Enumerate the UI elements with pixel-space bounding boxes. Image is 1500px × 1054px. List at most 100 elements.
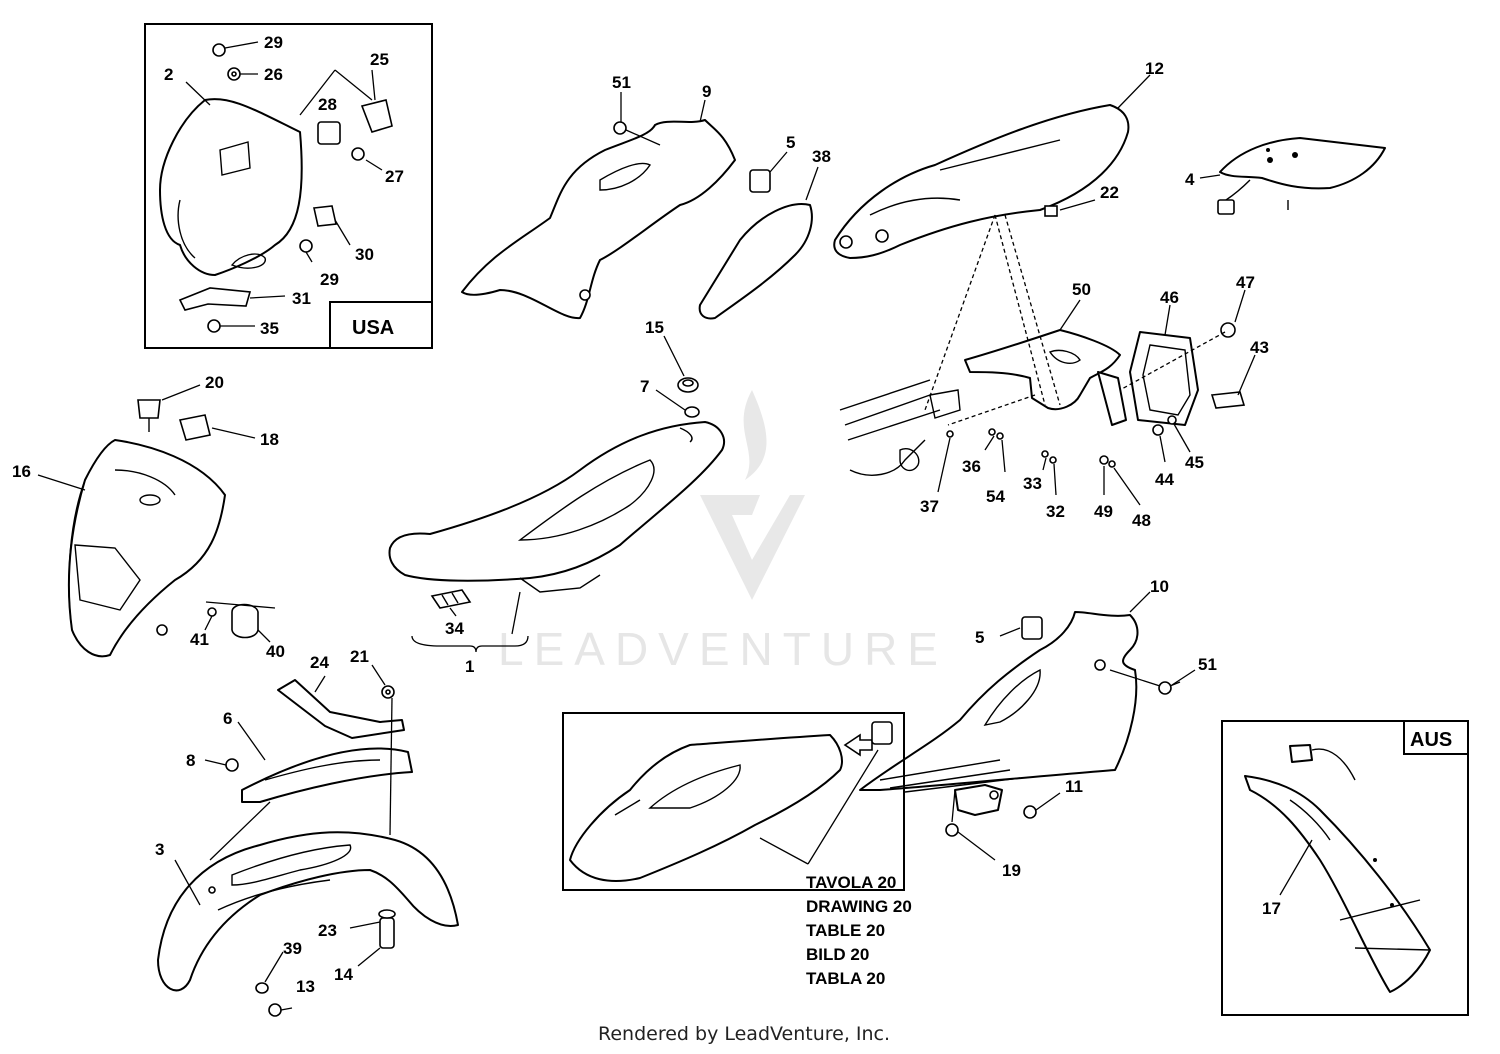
- callout-51-b: 51: [1198, 655, 1217, 674]
- seat-leaders: [411, 335, 686, 653]
- grommet-15: [677, 377, 699, 393]
- seat-1: [388, 421, 725, 593]
- callout-4: 4: [1185, 170, 1195, 189]
- callout-14: 14: [334, 965, 353, 984]
- washer-23: [378, 909, 396, 919]
- clip-5-top: [749, 169, 771, 193]
- footer-credit: Rendered by LeadVenture, Inc.: [598, 1023, 890, 1045]
- license-bracket-50: [964, 329, 1127, 426]
- usa-label: USA: [352, 317, 394, 339]
- callout-43: 43: [1250, 338, 1269, 357]
- aus-inset: AUS 17: [1221, 720, 1469, 1016]
- note-line-5: TABLA 20: [806, 969, 885, 988]
- callout-48: 48: [1132, 511, 1151, 530]
- bolt-8: [225, 758, 239, 772]
- tail-light-4: [1217, 137, 1386, 215]
- nut-13: [268, 1003, 282, 1017]
- callout-34: 34: [445, 619, 464, 638]
- callout-19: 19: [1002, 861, 1021, 880]
- clip-22: [1044, 205, 1058, 217]
- front-fender-3: [157, 831, 459, 992]
- callout-36: 36: [962, 457, 981, 476]
- note-line-1: TAVOLA 20: [806, 873, 896, 892]
- callout-7: 7: [640, 377, 649, 396]
- callout-32: 32: [1046, 502, 1065, 521]
- screw-51-bottom: [1158, 681, 1181, 695]
- small-hardware-group: [946, 428, 1116, 468]
- washer-39: [255, 982, 269, 994]
- panel-leaders: [620, 92, 819, 201]
- note-line-2: DRAWING 20: [806, 897, 912, 916]
- panel10-leaders: [951, 591, 1196, 861]
- note-line-3: TABLE 20: [806, 921, 885, 940]
- screw-41: [207, 607, 217, 617]
- headlight-fairing-16: [67, 439, 226, 658]
- bracket-25: [360, 99, 393, 133]
- clip-18: [178, 414, 211, 441]
- front-number-plate: [159, 98, 303, 276]
- clip-43: [1210, 391, 1246, 409]
- reference-note: TAVOLA 20 DRAWING 20 TABLE 20 BILD 20 TA…: [806, 873, 912, 988]
- callout-1: 1: [465, 657, 474, 676]
- side-panel-10: [859, 611, 1139, 816]
- callout-2: 2: [164, 65, 173, 84]
- callout-29-b: 29: [320, 270, 339, 289]
- callout-17: 17: [1262, 899, 1281, 918]
- nut-21: [381, 685, 395, 699]
- leader-17: [1279, 839, 1313, 896]
- screw-27: [351, 147, 365, 161]
- callout-8: 8: [186, 751, 195, 770]
- callout-6: 6: [223, 709, 232, 728]
- callout-40: 40: [266, 642, 285, 661]
- leadventure-watermark: LEADVENTURE: [498, 390, 948, 675]
- clamp-40: [231, 603, 259, 639]
- washer-7: [684, 406, 700, 418]
- leader-4: [1199, 174, 1221, 179]
- clip-5-bottom: [1021, 616, 1043, 640]
- callout-15: 15: [645, 318, 664, 337]
- callout-37: 37: [920, 497, 939, 516]
- aus-label: AUS: [1410, 729, 1452, 751]
- side-cover-38: [698, 203, 813, 320]
- bolt-14: [379, 917, 395, 949]
- bolt-29-lower: [299, 239, 313, 253]
- callout-22: 22: [1100, 183, 1119, 202]
- watermark-text: LEADVENTURE: [498, 623, 948, 675]
- washer-45: [1167, 415, 1177, 425]
- callout-50: 50: [1072, 280, 1091, 299]
- note-line-4: BILD 20: [806, 945, 869, 964]
- callout-23: 23: [318, 921, 337, 940]
- bracket-24: [277, 679, 405, 739]
- callout-24: 24: [310, 653, 329, 672]
- callout-51-a: 51: [612, 73, 631, 92]
- usa-leaders: [185, 41, 383, 327]
- clamp-28: [317, 121, 341, 145]
- seat-pad-34: [430, 589, 472, 609]
- callout-20: 20: [205, 373, 224, 392]
- bolt-29-top: [212, 43, 226, 57]
- callout-12: 12: [1145, 59, 1164, 78]
- bracket-31: [178, 287, 252, 311]
- callout-54: 54: [986, 487, 1005, 506]
- callout-10: 10: [1150, 577, 1169, 596]
- callout-5-b: 5: [975, 628, 984, 647]
- callout-18: 18: [260, 430, 279, 449]
- callout-35: 35: [260, 319, 279, 338]
- rear-mudguard-17: [1244, 744, 1431, 993]
- screw-20: [137, 399, 161, 432]
- callout-25: 25: [370, 50, 389, 69]
- callout-21: 21: [350, 647, 369, 666]
- nut-26: [227, 67, 241, 81]
- subframe-tail: [839, 379, 961, 476]
- callout-26: 26: [264, 65, 283, 84]
- callout-3: 3: [155, 840, 164, 859]
- usa-inset: USA 29 26 25 2: [144, 23, 433, 349]
- front-bracket-6: [241, 747, 413, 803]
- fender-leaders: [1059, 74, 1151, 211]
- side-panel-9: [461, 119, 736, 320]
- callout-44: 44: [1155, 470, 1174, 489]
- callout-47: 47: [1236, 273, 1255, 292]
- callout-39: 39: [283, 939, 302, 958]
- callout-9: 9: [702, 82, 711, 101]
- callout-27: 27: [385, 167, 404, 186]
